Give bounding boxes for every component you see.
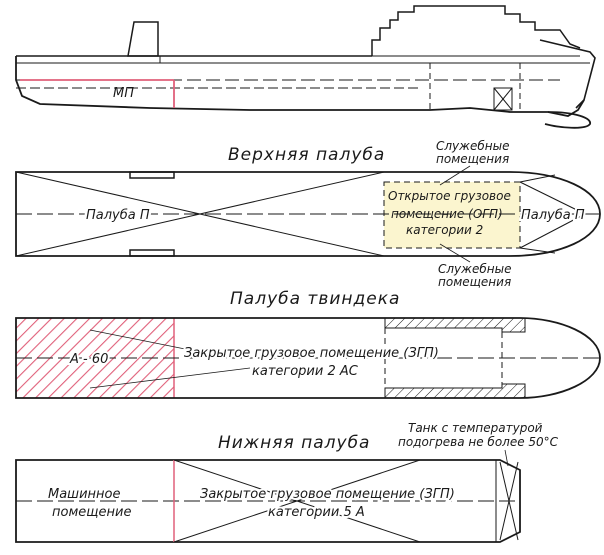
tank-note-line1: Танк с температурой <box>408 421 543 435</box>
tween-deck-title: Палуба твиндека <box>230 289 400 309</box>
superstructure <box>371 5 581 56</box>
service-bottom-line1: Служебные <box>438 262 511 276</box>
engine-room-line2: помещение <box>52 505 131 520</box>
hull <box>15 56 585 117</box>
open-cargo-area <box>383 181 521 249</box>
service-top-line2: помещения <box>436 152 509 166</box>
open-cargo-line2: помещение (ОГП) <box>391 207 503 221</box>
upper-deck-plan <box>15 165 601 263</box>
side-view: МП <box>15 5 596 129</box>
deck-p-right: Палуба П <box>521 208 585 223</box>
mp-label: МП <box>113 86 134 101</box>
service-bottom-line2: помещения <box>438 275 511 289</box>
closed-cargo-tween-line1: Закрытое грузовое помещение (ЗГП) <box>184 346 439 361</box>
a60-label: А - 60 <box>69 352 108 367</box>
service-top-line1: Служебные <box>436 139 509 153</box>
lower-deck-title: Нижняя палуба <box>218 433 370 453</box>
open-cargo-line3: категории 2 <box>406 223 483 237</box>
lower-deck-plan <box>15 449 521 543</box>
tween-deck-plan <box>15 317 601 399</box>
bow-hatch-top <box>384 317 526 333</box>
closed-cargo-tween-line2: категории 2 АС <box>252 364 359 379</box>
closed-cargo-lower-line1: Закрытое грузовое помещение (ЗГП) <box>200 487 455 502</box>
upper-deck-title: Верхняя палуба <box>228 145 385 165</box>
bow-hatch-bottom <box>384 383 526 399</box>
closed-cargo-lower-line2: категории 5 А <box>268 505 365 520</box>
deck-p-left: Палуба П <box>86 208 150 223</box>
bow-tank-x <box>493 87 513 111</box>
engine-room-line1: Машинное <box>48 487 120 502</box>
tank-note-line2: подогрева не более 50°С <box>398 435 559 449</box>
funnel <box>127 21 159 57</box>
open-cargo-line1: Открытое грузовое <box>388 189 511 203</box>
